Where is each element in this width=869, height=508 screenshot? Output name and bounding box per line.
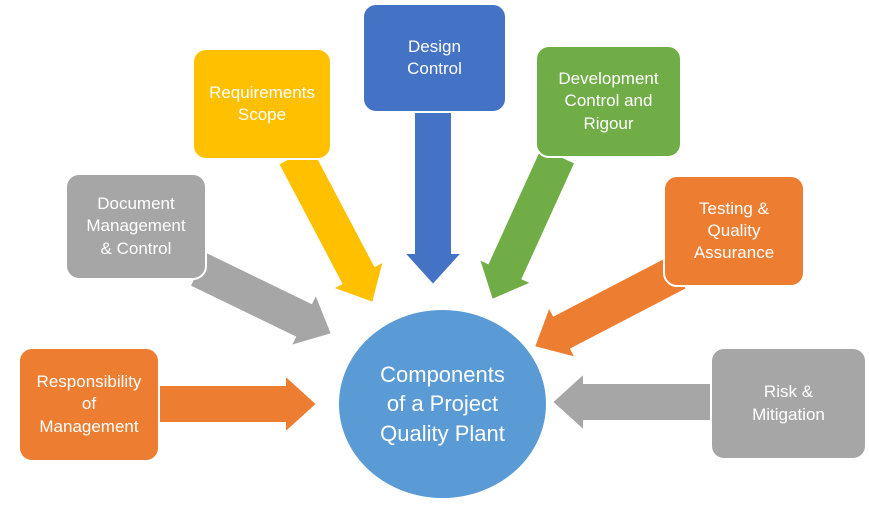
arrow-document-management-control bbox=[188, 250, 334, 348]
box-risk-mitigation-label: Risk & Mitigation bbox=[752, 382, 825, 424]
box-responsibility-of-management: Responsibility of Management bbox=[18, 347, 160, 462]
box-document-management-control: Document Management & Control bbox=[65, 173, 207, 280]
box-design-control-label: Design Control bbox=[407, 36, 462, 78]
arrow-requirements-scope bbox=[276, 144, 386, 305]
box-development-control-rigour: Development Control and Rigour bbox=[535, 45, 682, 158]
arrow-responsibility-of-management bbox=[151, 372, 319, 436]
center-ellipse: Components of a Project Quality Plant bbox=[339, 310, 546, 498]
arrow-design-control bbox=[401, 104, 465, 287]
box-design-control: Design Control bbox=[362, 3, 507, 113]
arrow-testing-quality-assurance bbox=[532, 253, 689, 360]
box-requirements-scope: Requirements Scope bbox=[192, 48, 332, 160]
box-responsibility-of-management-label: Responsibility of Management bbox=[36, 372, 142, 436]
box-development-control-rigour-label: Development Control and Rigour bbox=[558, 69, 659, 133]
box-risk-mitigation: Risk & Mitigation bbox=[710, 347, 867, 460]
center-ellipse-label: Components of a Project Quality Plant bbox=[380, 362, 505, 446]
box-testing-quality-assurance-label: Testing & Quality Assurance bbox=[693, 198, 775, 263]
arrow-risk-mitigation bbox=[550, 370, 716, 434]
box-document-management-control-label: Document Management & Control bbox=[86, 194, 186, 258]
box-requirements-scope-label: Requirements Scope bbox=[209, 82, 315, 124]
box-testing-quality-assurance: Testing & Quality Assurance bbox=[663, 175, 805, 287]
arrow-development-control-rigour bbox=[477, 145, 577, 302]
